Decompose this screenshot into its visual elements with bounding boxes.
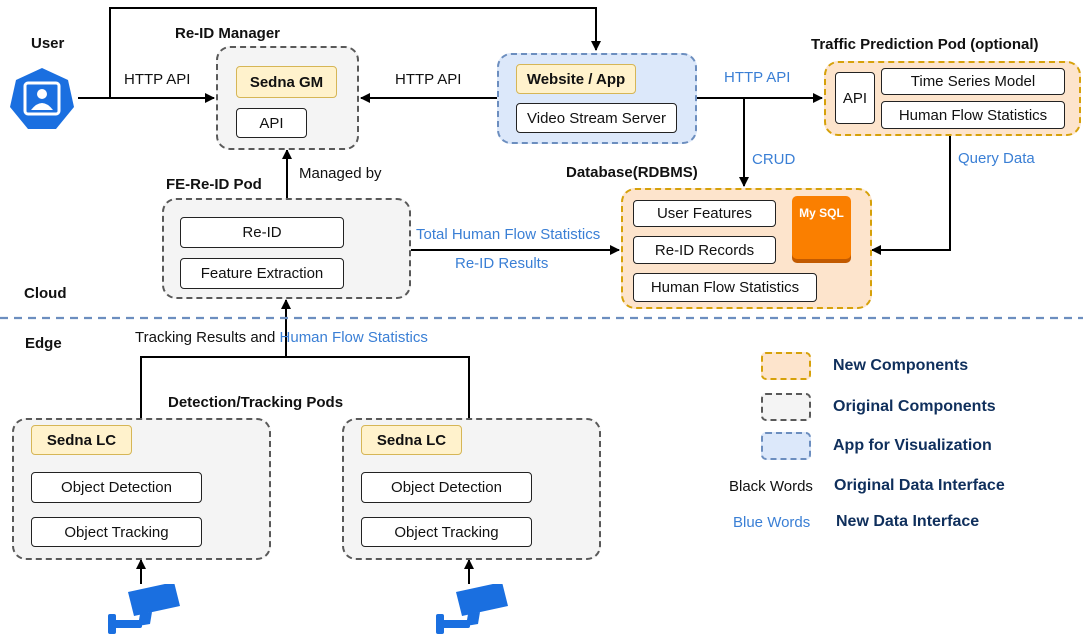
mysql-icon: My SQL <box>792 196 851 259</box>
tracking-results-label: Tracking Results and Human Flow Statisti… <box>135 329 428 346</box>
legend-new-label: New Components <box>833 357 969 374</box>
legend-app-swatch <box>761 432 811 460</box>
traffic-to-database-arrow <box>871 136 951 255</box>
traffic-pod-title: Traffic Prediction Pod (optional) <box>811 36 1039 53</box>
sedna-lc-box-2: Sedna LC <box>361 425 462 455</box>
managed-by-label: Managed by <box>299 165 382 182</box>
sedna-lc-box-1: Sedna LC <box>31 425 132 455</box>
object-tracking-box-2: Object Tracking <box>361 517 532 547</box>
website-http-label: HTTP API <box>395 71 462 88</box>
feature-extraction-box: Feature Extraction <box>180 258 344 289</box>
query-data-label: Query Data <box>958 150 1035 167</box>
website-app-title: Website / App <box>516 64 636 94</box>
legend-original-iface: Original Data Interface <box>834 477 1005 494</box>
detection-right-link <box>286 356 470 418</box>
database-title: Database(RDBMS) <box>566 164 698 181</box>
manager-api-box: API <box>236 108 307 138</box>
edge-zone-label: Edge <box>25 335 62 352</box>
detection-to-fe-arrow <box>140 299 291 418</box>
legend-new-iface: New Data Interface <box>836 513 980 530</box>
cloud-zone-label: Cloud <box>24 285 67 302</box>
legend-blue-words: Blue Words <box>733 514 811 531</box>
traffic-http-label: HTTP API <box>724 69 791 86</box>
user-label: User <box>31 35 65 52</box>
db-flow-stats-box: Human Flow Statistics <box>633 273 817 302</box>
reid-results-label: Re-ID Results <box>455 255 549 272</box>
total-flow-label: Total Human Flow Statistics <box>416 226 601 243</box>
user-features-box: User Features <box>633 200 776 227</box>
user-icon <box>8 66 76 137</box>
object-detection-box-1: Object Detection <box>31 472 202 503</box>
camera-icon <box>432 582 510 641</box>
legend-original-label: Original Components <box>833 398 996 415</box>
crud-label: CRUD <box>752 151 796 168</box>
user-http-label: HTTP API <box>124 71 191 88</box>
time-series-model-box: Time Series Model <box>881 68 1065 95</box>
detection-pods-title: Detection/Tracking Pods <box>168 394 344 411</box>
reid-box: Re-ID <box>180 217 344 248</box>
sedna-gm-box: Sedna GM <box>236 66 337 98</box>
reid-manager-title: Re-ID Manager <box>175 25 281 42</box>
legend-original-swatch <box>761 393 811 421</box>
object-detection-box-2: Object Detection <box>361 472 532 503</box>
reid-records-box: Re-ID Records <box>633 236 776 264</box>
video-stream-server-box: Video Stream Server <box>516 103 677 133</box>
legend-black-words: Black Words <box>729 478 813 495</box>
traffic-flow-stats-box: Human Flow Statistics <box>881 101 1065 129</box>
traffic-api-box: API <box>835 72 875 124</box>
legend-app-label: App for Visualization <box>833 437 992 454</box>
legend-new-swatch <box>761 352 811 380</box>
object-tracking-box-1: Object Tracking <box>31 517 202 547</box>
fe-pod-title: FE-Re-ID Pod <box>166 176 262 193</box>
camera-icon <box>104 582 182 641</box>
user-to-website-arrow <box>109 7 601 98</box>
